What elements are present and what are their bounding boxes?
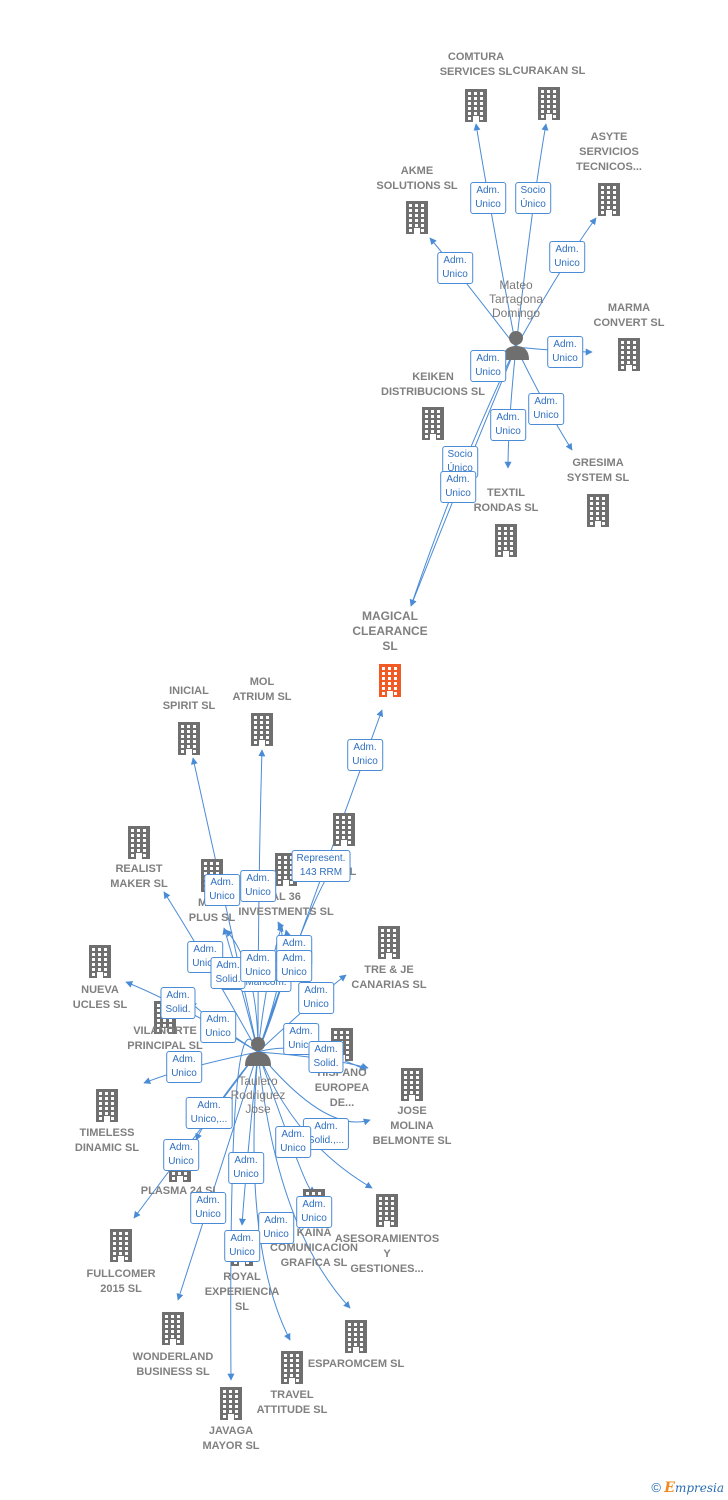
company-label-javaga[interactable]: JAVAGA MAYOR SL [202, 1425, 260, 1452]
relation-line-mateo-curakan [515, 123, 549, 348]
building-icon[interactable] [330, 812, 358, 846]
relation-label[interactable]: Adm. Unico [224, 1230, 260, 1262]
company-label-inicial[interactable]: INICIAL SPIRIT SL [162, 685, 216, 712]
building-icon[interactable] [373, 1193, 401, 1227]
relation-label[interactable]: Represent. 143 RRM [291, 850, 351, 882]
relation-label[interactable]: Adm. Unico [163, 1139, 199, 1171]
building-icon[interactable] [342, 1319, 370, 1353]
relation-label[interactable]: Adm. Unico [240, 950, 276, 982]
building-icon[interactable] [248, 712, 276, 746]
company-label-travel[interactable]: TRAVEL ATTITUDE SL [256, 1389, 328, 1416]
brand-logo: Empresia [664, 1480, 724, 1496]
relation-line-mateo-comtura [473, 123, 517, 348]
relation-label[interactable]: Adm. Unico [275, 1126, 311, 1158]
relation-label[interactable]: Adm. Unico [258, 1212, 294, 1244]
company-label-vilanorte[interactable]: VILANORTE PRINCIPAL SL [127, 1025, 203, 1052]
footer-brand[interactable]: © Empresia [651, 1480, 724, 1496]
building-icon[interactable] [107, 1228, 135, 1262]
relation-line-taulero-esparomcem [257, 1051, 351, 1309]
relation-label[interactable]: Adm. Unico [470, 350, 506, 382]
relation-label[interactable]: Adm. Unico [283, 1023, 319, 1055]
relation-label[interactable]: Adm. Unico [298, 982, 334, 1014]
relation-label[interactable]: Adm. Unico [240, 870, 276, 902]
company-label-fullcomer[interactable]: FULLCOMER 2015 SL [86, 1268, 156, 1295]
person-icon[interactable] [502, 330, 530, 360]
relation-line-taulero-javaga [227, 1038, 259, 1381]
relation-label[interactable]: Adm. Unico [276, 950, 312, 982]
company-label-wonderland[interactable]: WONDERLAND BUSINESS SL [132, 1351, 214, 1378]
relation-label[interactable]: Adm. Solid. [160, 987, 196, 1019]
relation-label[interactable]: Adm. Unico [470, 182, 506, 214]
company-label-royal[interactable]: ROYAL EXPERIENCIA SL [204, 1271, 280, 1313]
building-icon[interactable] [175, 721, 203, 755]
building-icon[interactable] [492, 523, 520, 557]
relation-label[interactable]: Adm. Unico [296, 1196, 332, 1228]
company-label-nueva[interactable]: NUEVA UCLES SL [72, 984, 128, 1011]
building-icon[interactable] [535, 86, 563, 120]
relation-label[interactable]: Adm. Unico [440, 471, 476, 503]
relation-label[interactable]: Adm. Unico [528, 393, 564, 425]
company-label-jose[interactable]: JOSE MOLINA BELMONTE SL [372, 1105, 452, 1147]
company-label-realist[interactable]: REALIST MAKER SL [110, 863, 168, 890]
relation-label[interactable]: Adm. Unico [490, 409, 526, 441]
company-label-akme[interactable]: AKME SOLUTIONS SL [376, 165, 458, 192]
relation-line-mateo-textil [504, 346, 517, 469]
building-icon[interactable] [584, 493, 612, 527]
company-label-al36[interactable]: AL 36 INVESTMENTS SL [238, 891, 334, 918]
company-label-textil[interactable]: TEXTIL RONDAS SL [473, 487, 539, 514]
building-icon[interactable] [125, 825, 153, 859]
building-icon[interactable] [86, 944, 114, 978]
company-label-timeless[interactable]: TIMELESS DINAMIC SL [74, 1127, 140, 1154]
building-icon[interactable] [375, 925, 403, 959]
company-label-comtura[interactable]: COMTURA SERVICES SL [439, 51, 513, 78]
company-label-kaina[interactable]: KAINA COMUNICACION GRAFICA SL [270, 1227, 358, 1269]
building-icon[interactable] [159, 1311, 187, 1345]
relation-label[interactable]: Adm. Unico [166, 1051, 202, 1083]
company-label-mol[interactable]: MOL ATRIUM SL [232, 676, 292, 703]
relation-label[interactable]: Adm. Unico [549, 241, 585, 273]
building-icon[interactable] [462, 88, 490, 122]
building-icon[interactable] [595, 182, 623, 216]
company-label-curakan[interactable]: CURAKAN SL [512, 65, 586, 77]
relation-label[interactable]: Adm. Unico [347, 739, 383, 771]
relation-line-taulero-travel [253, 1051, 291, 1341]
company-label-esparomcem[interactable]: ESPAROMCEM SL [307, 1358, 405, 1370]
building-icon[interactable] [398, 1067, 426, 1101]
relation-line-taulero-wonderland [176, 1051, 259, 1301]
relation-label[interactable]: Adm. Unico [547, 336, 583, 368]
relation-label[interactable]: Adm. Unico [200, 1011, 236, 1043]
relation-label[interactable]: Adm. Unico [190, 1192, 226, 1224]
person-icon[interactable] [244, 1036, 272, 1066]
building-icon[interactable] [376, 663, 404, 697]
relation-label[interactable]: Socio Único [515, 182, 551, 214]
building-icon[interactable] [93, 1088, 121, 1122]
relation-label[interactable]: Adm. Unico [437, 252, 473, 284]
company-label-asyte[interactable]: ASYTE SERVICIOS TECNICOS... [575, 131, 642, 173]
relation-label[interactable]: Adm. Unico,... [185, 1097, 233, 1129]
building-icon[interactable] [419, 406, 447, 440]
person-label-mateo[interactable]: Mateo Tarragona Domingo [488, 278, 544, 320]
relation-label[interactable]: Adm. Solid. [308, 1041, 344, 1073]
person-label-taulero[interactable]: Taulero Rodriguez Jose [230, 1074, 286, 1116]
building-icon[interactable] [403, 200, 431, 234]
relation-label[interactable]: Adm. Unico [228, 1152, 264, 1184]
building-icon[interactable] [217, 1386, 245, 1420]
company-label-tre[interactable]: TRE & JE CANARIAS SL [351, 964, 427, 991]
company-label-asesoramientos[interactable]: ASESORAMIENTOS Y GESTIONES... [334, 1233, 440, 1275]
company-label-magical[interactable]: MAGICAL CLEARANCE SL [352, 609, 428, 653]
company-label-gresima[interactable]: GRESIMA SYSTEM SL [566, 457, 630, 484]
building-icon[interactable] [278, 1350, 306, 1384]
relation-line-taulero-jose [257, 1051, 371, 1126]
company-label-keiken[interactable]: KEIKEN DISTRIBUCIONS SL [381, 371, 485, 398]
relation-label[interactable]: Adm. Unico [204, 874, 240, 906]
building-icon[interactable] [272, 852, 300, 886]
copyright-symbol: © [651, 1480, 661, 1495]
company-label-marma[interactable]: MARMA CONVERT SL [593, 302, 665, 329]
building-icon[interactable] [615, 337, 643, 371]
